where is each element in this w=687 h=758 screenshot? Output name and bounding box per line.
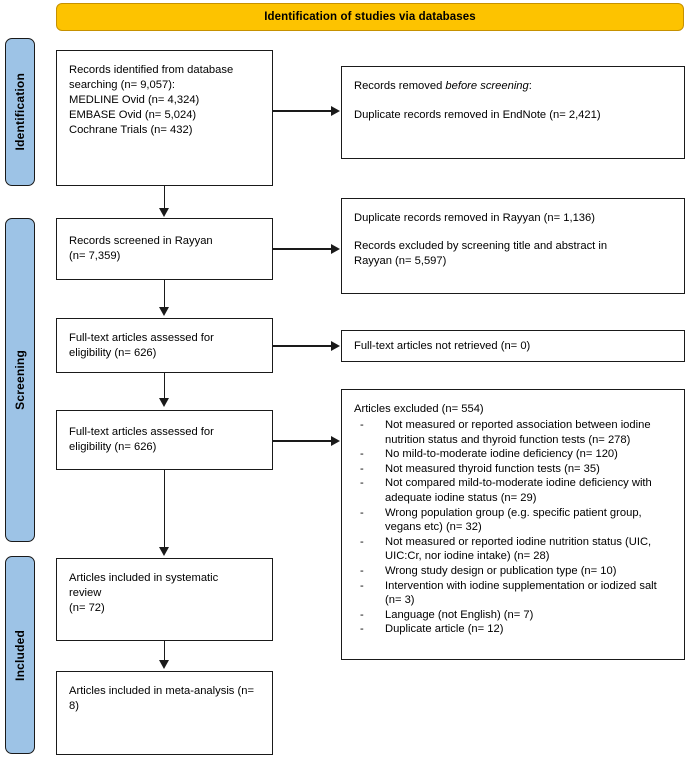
arrowhead-systematic-to-meta [159,660,169,669]
stage-bar-identification: Identification [5,38,35,186]
box-records-identified: Records identified from database searchi… [56,50,273,186]
list-item: Not compared mild-to-moderate iodine def… [354,476,674,505]
list-item: No mild-to-moderate iodine deficiency (n… [354,447,674,462]
banner-title: Identification of studies via databases [264,11,476,23]
connector-screened-to-fulltext1 [163,280,166,308]
included-meta-line1: Articles included in meta-analysis [69,685,235,697]
articles-excluded-heading: Articles excluded (n= 554) [354,403,484,415]
included-systematic-line2: (n= 72) [69,602,105,614]
connector-screened-to-rayyan [273,248,332,250]
list-item: Not measured thyroid function tests (n= … [354,462,674,477]
records-identified-text: Records identified from database searchi… [69,64,234,136]
fulltext-assessed-2-text: Full-text articles assessed for eligibil… [69,426,214,453]
connector-fulltext1-to-fulltext2 [163,373,166,399]
box-rayyan-excluded: Duplicate records removed in Rayyan (n= … [341,198,685,294]
stage-bar-included: Included [5,556,35,754]
list-item: Wrong population group (e.g. specific pa… [354,506,674,535]
arrowhead-fulltext1-to-fulltext2 [159,398,169,407]
box-records-screened: Records screened in Rayyan (n= 7,359) [56,218,273,280]
connector-identified-to-screened [163,186,166,209]
articles-excluded-reason-list: Not measured or reported association bet… [354,418,674,637]
connector-identified-to-removed [273,110,332,112]
stage-bar-screening: Screening [5,218,35,542]
records-removed-prefix: Records removed [354,80,446,92]
records-screened-text: Records screened in Rayyan (n= 7,359) [69,235,213,262]
records-removed-line1: Records removed before screening: [354,79,674,94]
connector-fulltext2-to-excluded [273,440,332,442]
connector-fulltext1-to-notretrieved [273,345,332,347]
list-item: Wrong study design or publication type (… [354,564,674,579]
included-systematic-line1: Articles included in systematic review [69,572,219,599]
included-meta-line2: (n= 8) [69,685,254,712]
list-item: Intervention with iodine supplementation… [354,579,674,608]
arrowhead-fulltext2-to-systematic [159,547,169,556]
records-removed-line2: Duplicate records removed in EndNote (n=… [354,109,601,121]
rayyan-excluded-line2: Records excluded by screening title and … [354,240,608,267]
box-articles-excluded: Articles excluded (n= 554) Not measured … [341,389,685,660]
arrowhead-identified-to-removed [331,105,340,116]
records-removed-suffix: : [528,80,532,92]
box-fulltext-assessed-2: Full-text articles assessed for eligibil… [56,410,273,470]
identification-banner: Identification of studies via databases [56,3,684,31]
list-item: Not measured or reported iodine nutritio… [354,535,674,564]
box-included-meta-analysis: Articles included in meta-analysis (n= 8… [56,671,273,755]
list-item: Not measured or reported association bet… [354,418,674,447]
records-removed-italic: before screening [445,80,529,92]
connector-systematic-to-meta [163,641,166,661]
connector-fulltext2-to-systematic [163,470,166,547]
arrowhead-fulltext1-to-notretrieved [331,340,340,351]
list-item: Duplicate article (n= 12) [354,622,674,637]
arrowhead-screened-to-rayyan [331,243,340,254]
list-item: Language (not English) (n= 7) [354,608,674,623]
stage-label-included: Included [13,629,27,681]
arrowhead-identified-to-screened [159,208,169,217]
box-records-removed: Records removed before screening: Duplic… [341,66,685,159]
rayyan-excluded-line1: Duplicate records removed in Rayyan (n= … [354,212,595,224]
arrowhead-fulltext2-to-excluded [331,435,340,446]
box-included-systematic-review: Articles included in systematic review (… [56,558,273,641]
fulltext-not-retrieved-text: Full-text articles not retrieved (n= 0) [354,339,531,352]
arrowhead-screened-to-fulltext1 [159,307,169,316]
stage-label-screening: Screening [13,350,27,410]
stage-label-identification: Identification [13,73,27,151]
fulltext-assessed-1-text: Full-text articles assessed for eligibil… [69,331,214,359]
box-fulltext-not-retrieved: Full-text articles not retrieved (n= 0) [341,330,685,362]
box-fulltext-assessed-1: Full-text articles assessed for eligibil… [56,318,273,373]
